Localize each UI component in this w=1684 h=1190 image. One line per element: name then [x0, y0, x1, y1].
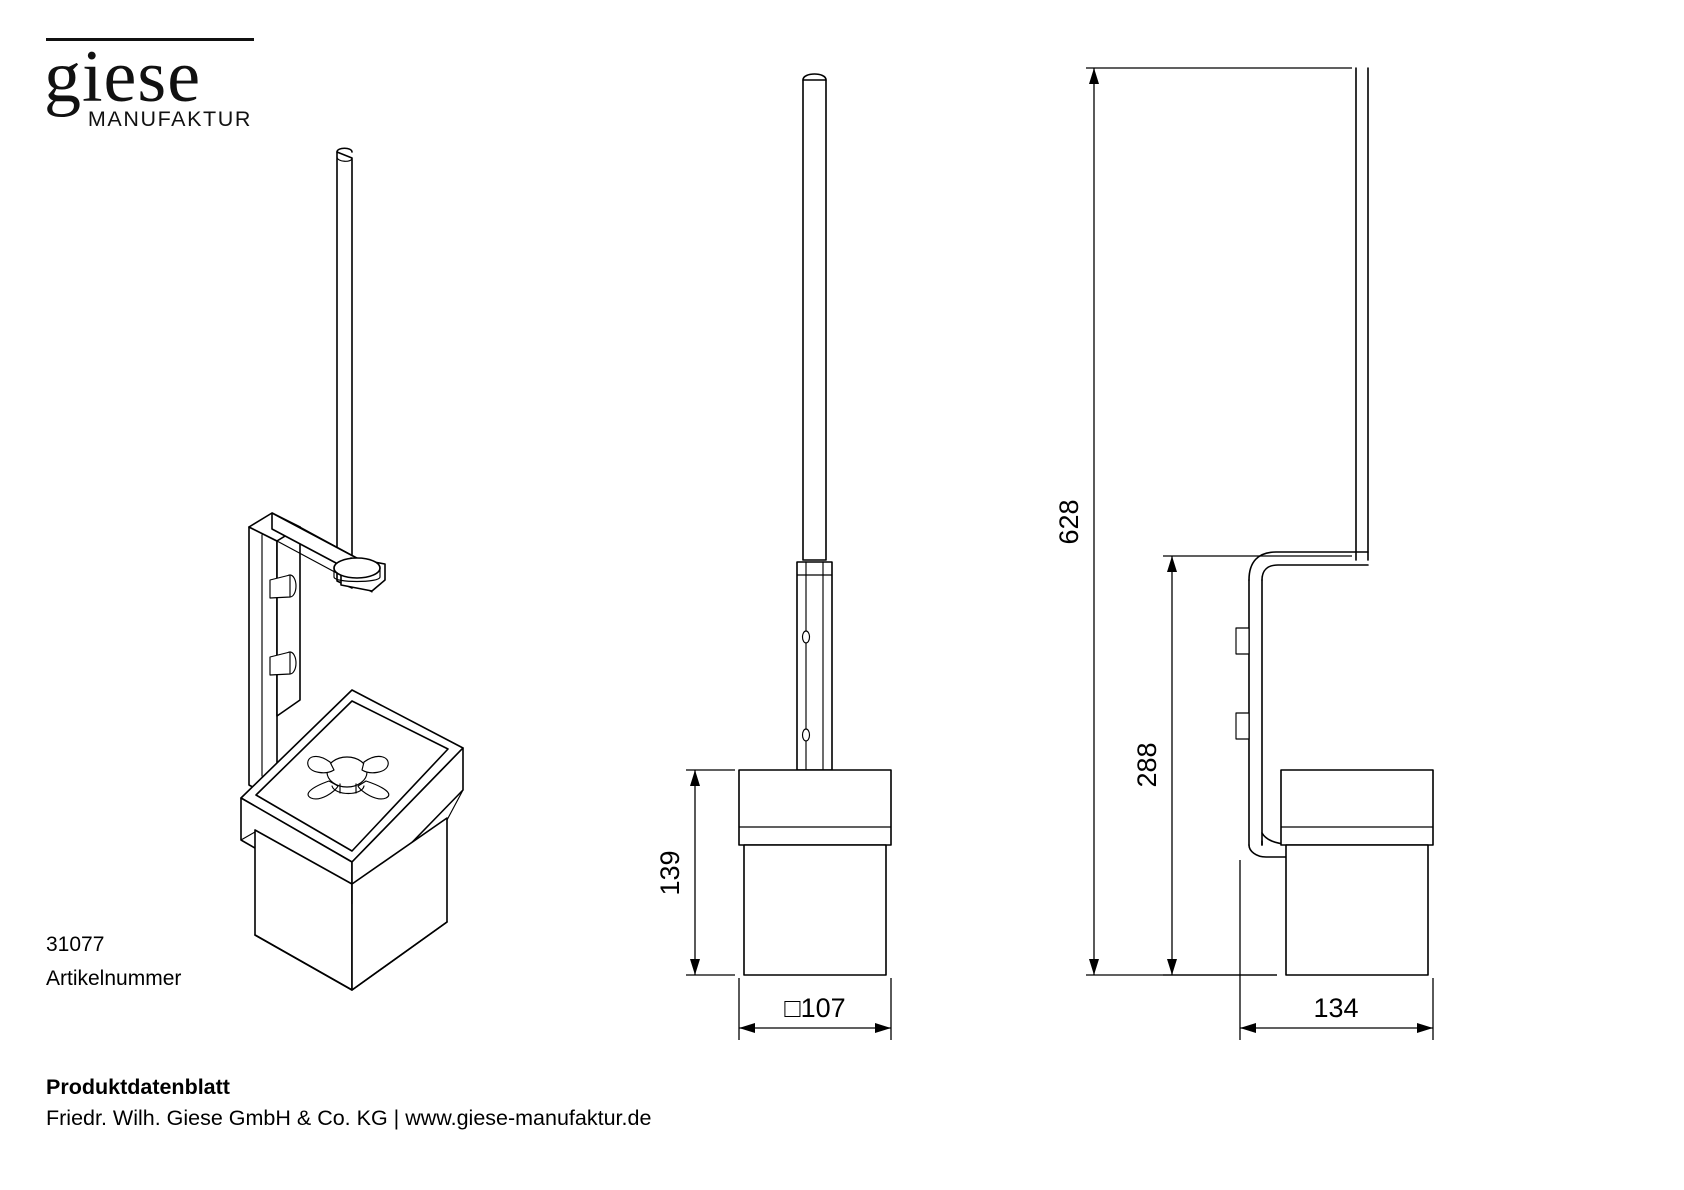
side-cup [1280, 769, 1434, 976]
isometric-view [240, 147, 464, 991]
dimension-height-cup: 139 [655, 769, 735, 976]
wall-bracket [248, 512, 373, 801]
brush-head [307, 755, 390, 800]
logo-rule [46, 38, 254, 41]
article-number-value: 31077 [46, 933, 105, 956]
side-handle-rod [1355, 67, 1369, 561]
article-number-block: 31077 Artikelnummer [46, 928, 181, 996]
brush-rod-collar [333, 557, 386, 592]
brush-cup [240, 689, 464, 991]
dimension-label-628: 628 [1054, 499, 1084, 544]
footer-title: Produktdatenblatt [46, 1075, 230, 1099]
article-number-label: Artikelnummer [46, 967, 182, 990]
logo-wordmark: giese [44, 36, 202, 118]
side-fixing-studs [1235, 627, 1250, 740]
logo-subtitle: MANUFAKTUR [87, 107, 252, 132]
side-elevation-view [1235, 67, 1434, 976]
dimension-label-134: 134 [1313, 993, 1358, 1023]
front-handle-rod [802, 73, 827, 561]
dimension-label-107: □107 [784, 993, 845, 1023]
dimension-height-overall: 628 [1054, 67, 1352, 976]
side-wall-plate [1248, 551, 1369, 858]
dimension-depth-overall: 134 [1239, 860, 1434, 1040]
dimension-height-bracket: 288 [1132, 555, 1352, 976]
dimension-width-cup: □107 [738, 978, 892, 1040]
front-cup [738, 769, 892, 976]
brush-handle-rod [336, 147, 353, 589]
front-elevation-view [738, 73, 892, 976]
giese-logo: giese MANUFAKTUR [44, 38, 274, 132]
bracket-fixing-studs [269, 574, 297, 676]
dimension-label-139: 139 [655, 850, 685, 895]
footer-company-line: Friedr. Wilh. Giese GmbH & Co. KG | www.… [46, 1106, 652, 1130]
dimension-label-288: 288 [1132, 742, 1162, 787]
front-rod-sleeve [796, 561, 833, 771]
footer: Produktdatenblatt Friedr. Wilh. Giese Gm… [46, 1072, 651, 1134]
